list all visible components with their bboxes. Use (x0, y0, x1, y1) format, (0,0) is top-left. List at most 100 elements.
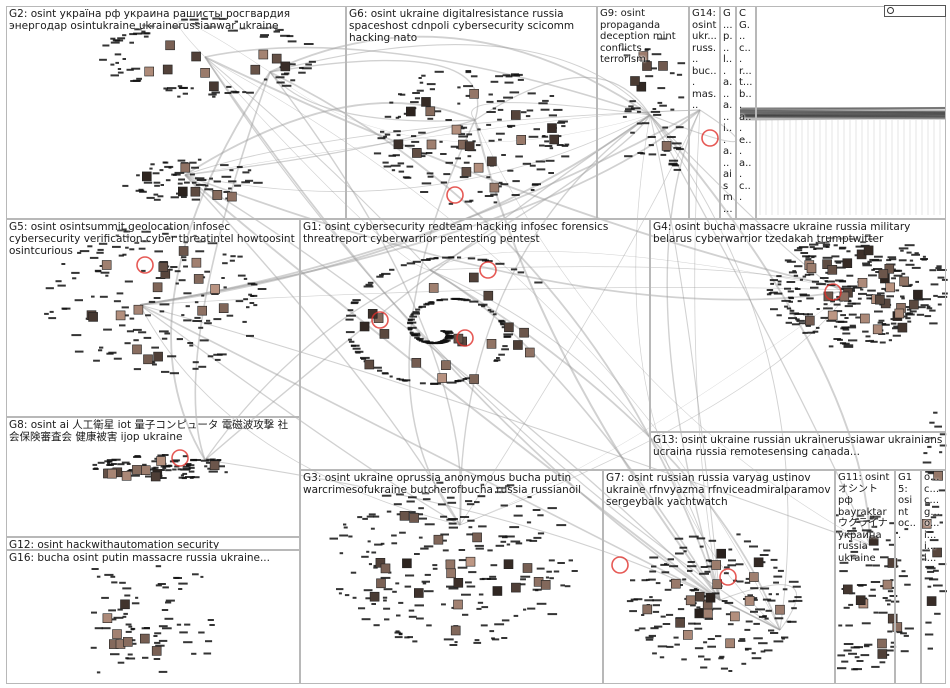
graph-node (526, 539, 532, 542)
graph-node (799, 278, 803, 281)
search-input[interactable] (896, 6, 944, 16)
graph-node (467, 257, 476, 260)
graph-node (497, 118, 502, 121)
graph-node (245, 179, 254, 182)
graph-node (892, 334, 901, 337)
graph-node (126, 657, 136, 660)
avatar-node (409, 513, 419, 523)
graph-node (689, 589, 699, 592)
graph-node (445, 161, 453, 164)
graph-node (153, 198, 161, 201)
group-label-g15: G15: osint oc... (898, 472, 916, 541)
graph-node (126, 463, 131, 465)
avatar-node (638, 51, 649, 61)
graph-node (501, 619, 510, 622)
graph-node (172, 173, 177, 176)
graph-node (466, 585, 476, 588)
graph-node (938, 563, 947, 566)
graph-node (474, 639, 480, 642)
graph-node (287, 63, 296, 66)
graph-node (101, 627, 111, 630)
graph-edge (429, 114, 651, 271)
graph-node (183, 319, 192, 322)
graph-node (488, 139, 495, 142)
graph-node (847, 530, 857, 532)
graph-node (61, 307, 71, 310)
graph-node (465, 70, 472, 72)
graph-node (651, 565, 657, 568)
graph-node (909, 310, 917, 313)
graph-node (800, 252, 809, 254)
graph-node (666, 645, 674, 648)
avatar-node (775, 604, 785, 615)
graph-node (408, 609, 415, 612)
avatar-node (446, 568, 456, 579)
graph-node (651, 53, 662, 56)
graph-node (787, 290, 794, 293)
graph-node (923, 452, 928, 455)
avatar-node (193, 274, 204, 284)
graph-node (182, 465, 190, 468)
graph-node (857, 297, 862, 300)
highlight-circle (371, 311, 389, 329)
graph-edge (269, 71, 651, 143)
graph-node (221, 175, 232, 178)
graph-node (184, 181, 190, 184)
graph-node (846, 274, 854, 277)
graph-node (380, 130, 385, 133)
graph-node (862, 546, 868, 549)
graph-node (937, 303, 942, 306)
graph-edge (177, 20, 271, 73)
avatar-node (822, 259, 832, 270)
graph-node (671, 142, 682, 145)
graph-node (873, 611, 879, 614)
graph-node (662, 623, 671, 625)
graph-node (807, 313, 813, 316)
graph-node (155, 277, 166, 279)
graph-node (410, 332, 421, 335)
graph-node (447, 501, 457, 504)
graph-node (835, 530, 843, 533)
graph-node (110, 653, 120, 656)
graph-node (548, 114, 557, 117)
graph-node (159, 330, 169, 333)
group-panel-g5: G5: osint osintsummit geolocation infose… (6, 219, 300, 417)
graph-node (102, 44, 110, 47)
graph-node (547, 507, 557, 510)
graph-node (535, 589, 539, 592)
graph-node (486, 100, 494, 103)
graph-node (498, 320, 502, 323)
graph-node (422, 582, 427, 585)
graph-node (561, 144, 569, 147)
graph-node (487, 549, 493, 552)
graph-node (885, 599, 892, 602)
avatar-node (375, 557, 386, 568)
graph-node (436, 481, 444, 484)
avatar-node (857, 277, 868, 288)
avatar-node (140, 633, 150, 644)
graph-node (419, 81, 424, 84)
graph-node (463, 161, 470, 164)
graph-node (374, 543, 383, 546)
avatar-node (402, 558, 412, 569)
graph-edge (718, 598, 781, 631)
avatar-node (489, 182, 500, 193)
graph-node (510, 540, 521, 543)
graph-node (698, 655, 705, 658)
graph-node (420, 547, 429, 550)
group-label-g3: G3: osint ukraine oprussia anonymous buc… (303, 472, 582, 496)
avatar-node (437, 373, 448, 383)
graph-node (794, 287, 798, 290)
graph-node (486, 176, 491, 179)
graph-node (242, 91, 247, 94)
graph-node (873, 268, 883, 270)
graph-node (666, 136, 676, 138)
graph-edge (139, 304, 781, 631)
graph-node (825, 280, 835, 283)
graph-node (352, 347, 361, 350)
graph-node (845, 624, 853, 627)
graph-node (906, 312, 911, 315)
graph-node (111, 458, 121, 461)
graph-node (526, 521, 532, 524)
graph-node (888, 339, 892, 342)
